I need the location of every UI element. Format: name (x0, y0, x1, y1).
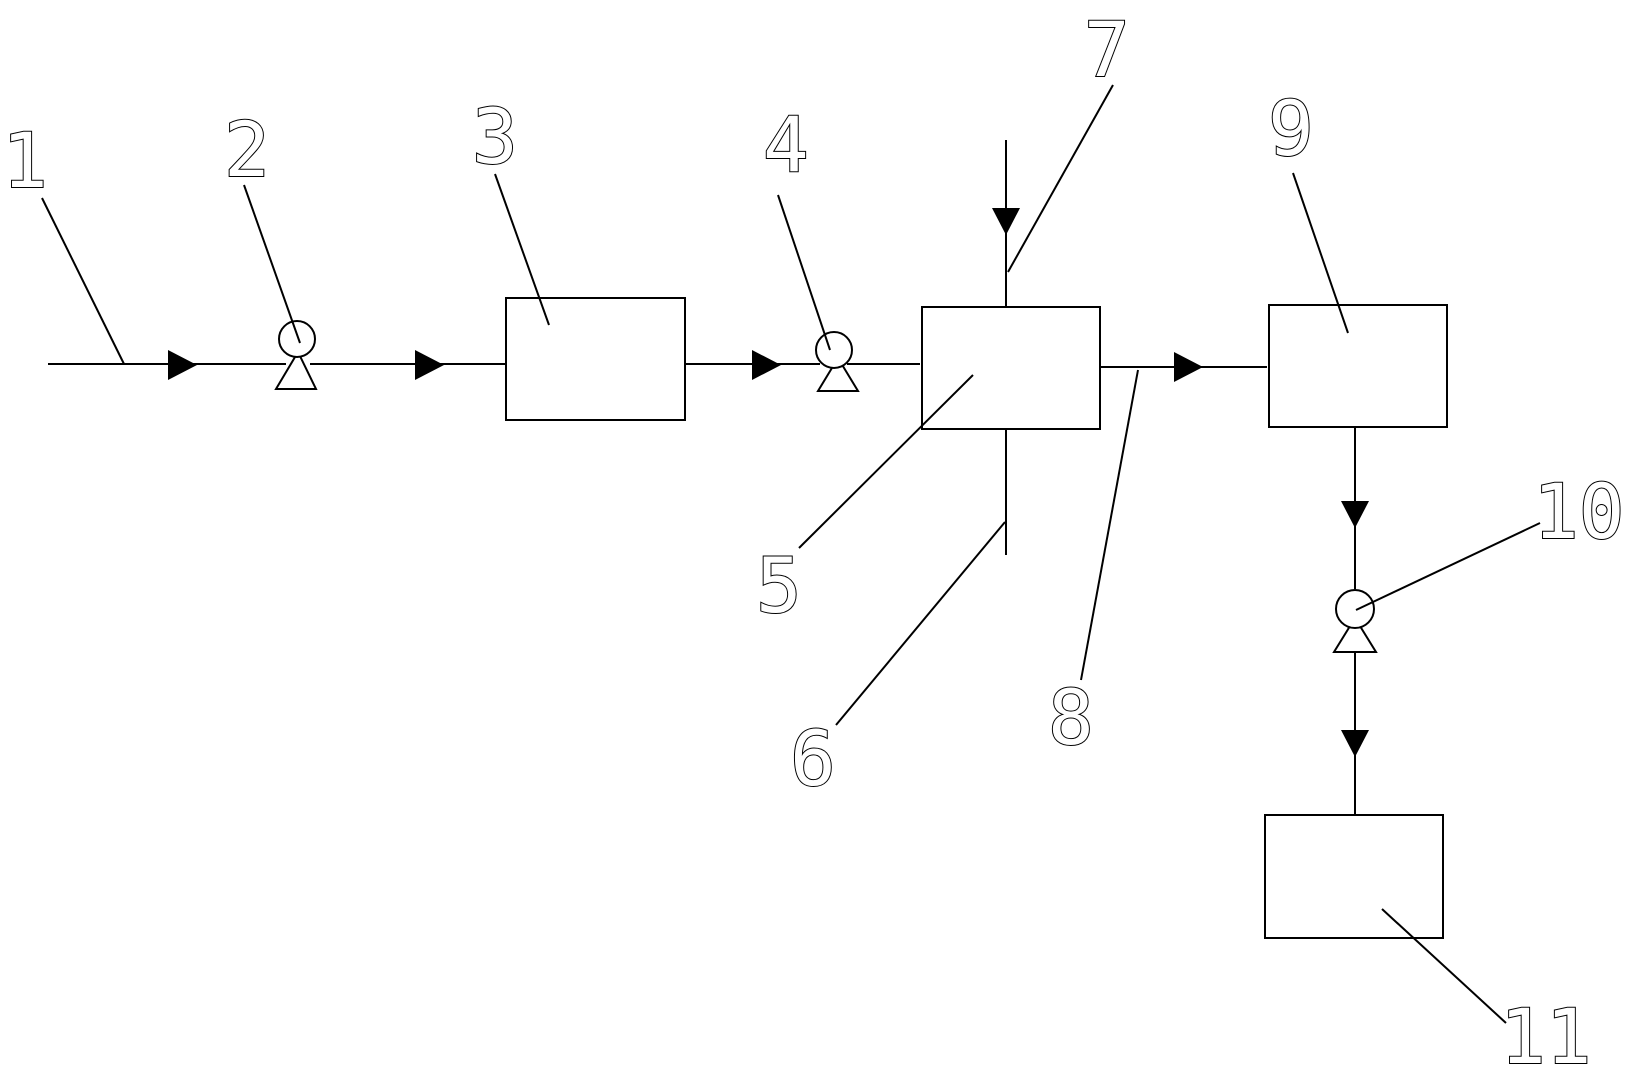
leader-10 (1355, 522, 1541, 611)
pump-2-icon (274, 320, 318, 390)
label-5: 5 (756, 541, 802, 630)
leader-9 (1292, 172, 1349, 334)
leader-lines (41, 84, 1541, 1024)
leader-2 (243, 184, 301, 344)
flow-arrow-down-6 (1341, 730, 1369, 757)
leader-8 (1080, 369, 1139, 681)
pump-4-icon (815, 331, 860, 392)
label-11: 11 (1500, 992, 1592, 1073)
label-10: 10 (1533, 467, 1625, 556)
flow-arrow-2 (415, 350, 444, 380)
label-4: 4 (763, 100, 809, 189)
leader-5 (798, 374, 974, 549)
leader-11 (1381, 908, 1507, 1024)
label-6: 6 (790, 714, 836, 803)
leader-3 (494, 173, 550, 326)
leader-6 (835, 521, 1006, 726)
label-9: 9 (1268, 84, 1314, 173)
label-8: 8 (1048, 673, 1094, 762)
label-7: 7 (1084, 5, 1130, 94)
leader-1 (41, 197, 125, 365)
unit-11-box (1264, 814, 1444, 939)
label-2: 2 (224, 105, 270, 194)
pump-10-icon (1332, 589, 1378, 653)
label-1: 1 (2, 116, 48, 205)
flow-arrow-down-top-feed (992, 208, 1020, 235)
label-3: 3 (472, 92, 518, 181)
flow-arrow-1 (168, 350, 197, 380)
unit-3-box (505, 297, 686, 421)
leader-7 (1007, 84, 1114, 273)
flow-arrow-down-5 (1341, 501, 1369, 528)
flow-arrow-4 (1174, 352, 1203, 382)
unit-9-box (1268, 304, 1448, 428)
flow-arrow-3 (752, 350, 781, 380)
unit-5-box (921, 306, 1101, 430)
leader-4 (777, 194, 831, 351)
